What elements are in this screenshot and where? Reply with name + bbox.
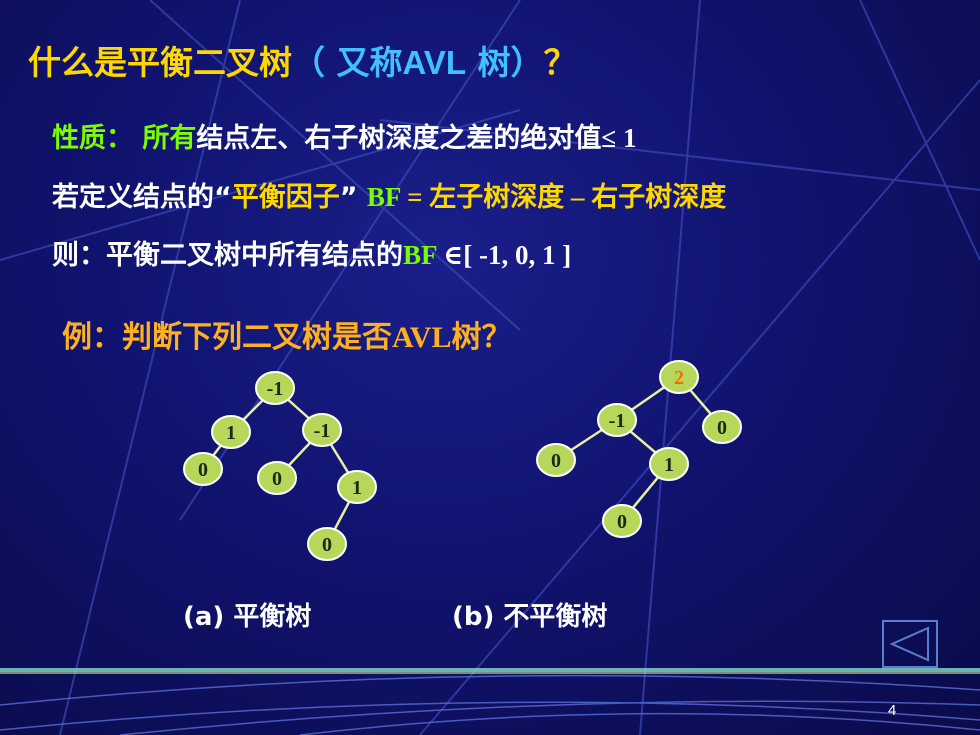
text-segment: ≤ 1 xyxy=(601,123,637,153)
tree-node-label: 0 xyxy=(198,459,208,481)
tree-node-label: -1 xyxy=(609,410,626,432)
tree-node xyxy=(211,415,251,449)
title-part: 树） xyxy=(466,43,544,82)
text-segment: 树？ xyxy=(451,320,512,355)
back-button[interactable] xyxy=(882,620,938,668)
title-part: AVL xyxy=(402,44,467,81)
page-number: 4 xyxy=(888,702,897,719)
tree-node-label: 0 xyxy=(272,468,282,490)
tree-node-label: 0 xyxy=(322,534,332,556)
text-segment: 若定义结点的“ xyxy=(52,182,232,213)
tree-node-label: 0 xyxy=(617,511,627,533)
text-segment: 右子树深度 xyxy=(591,182,727,213)
tree-node xyxy=(597,403,637,437)
tree-node xyxy=(702,410,742,444)
text-segment: ∈[ -1, 0, 1 ] xyxy=(436,240,572,270)
tree-node xyxy=(183,452,223,486)
text-segment: AVL xyxy=(392,321,452,354)
text-segment: BF xyxy=(366,182,401,212)
text-segment: 所有 xyxy=(142,123,197,154)
tree-node-label: -1 xyxy=(314,420,331,442)
text-segment: ” xyxy=(339,182,367,213)
tree-node-label: 2 xyxy=(674,367,684,389)
tree-node-label: 1 xyxy=(664,454,674,476)
caption-unbalanced: (b) 不平衡树 xyxy=(452,602,608,632)
text-segment: – xyxy=(564,182,592,212)
back-triangle-icon xyxy=(889,626,929,662)
text-segment: 结点左、右子树深度之差的绝对值 xyxy=(196,123,602,154)
tree-node-label: 0 xyxy=(551,450,561,472)
tree-node-label: -1 xyxy=(267,378,284,400)
tree-node-label: 1 xyxy=(352,477,362,499)
tree-node xyxy=(337,470,377,504)
text-segment: BF xyxy=(403,240,437,270)
title-part: ？ xyxy=(543,46,577,82)
title-part: 什么是平衡二叉树 xyxy=(28,43,292,82)
caption-balanced: (a) 平衡树 xyxy=(183,602,312,632)
tree-node xyxy=(257,461,297,495)
text-segment: 则：平衡二叉树中所有结点的 xyxy=(52,240,403,271)
tree-node xyxy=(255,371,295,405)
text-segment: 平衡因子 xyxy=(231,182,340,213)
page-title: 什么是平衡二叉树（ 又称AVL 树）？ xyxy=(28,36,577,84)
tree-node xyxy=(659,360,699,394)
conclusion-line: 则：平衡二叉树中所有结点的BF ∈[ -1, 0, 1 ] xyxy=(52,233,571,272)
example-heading: 例：判断下列二叉树是否AVL树？ xyxy=(62,312,511,356)
tree-node xyxy=(307,527,347,561)
tree-node-label: 1 xyxy=(226,422,236,444)
tree-node-label: 0 xyxy=(717,417,727,439)
property-label: 性质： xyxy=(52,123,133,154)
tree-node xyxy=(536,443,576,477)
tree-node xyxy=(602,504,642,538)
property-line: 性质： 所有结点左、右子树深度之差的绝对值≤ 1 xyxy=(52,116,636,155)
tree-b: 2 -1 0 0 1 0 xyxy=(536,360,742,538)
definition-line: 若定义结点的“平衡因子” BF = 左子树深度 – 右子树深度 xyxy=(52,175,726,214)
text-segment: 左子树深度 xyxy=(429,182,565,213)
title-part: （ 又称 xyxy=(292,43,403,82)
text-segment: 例：判断下列二叉树是否 xyxy=(62,320,392,355)
tree-node xyxy=(649,447,689,481)
tree-node xyxy=(302,413,342,447)
text-segment: = xyxy=(400,182,430,212)
